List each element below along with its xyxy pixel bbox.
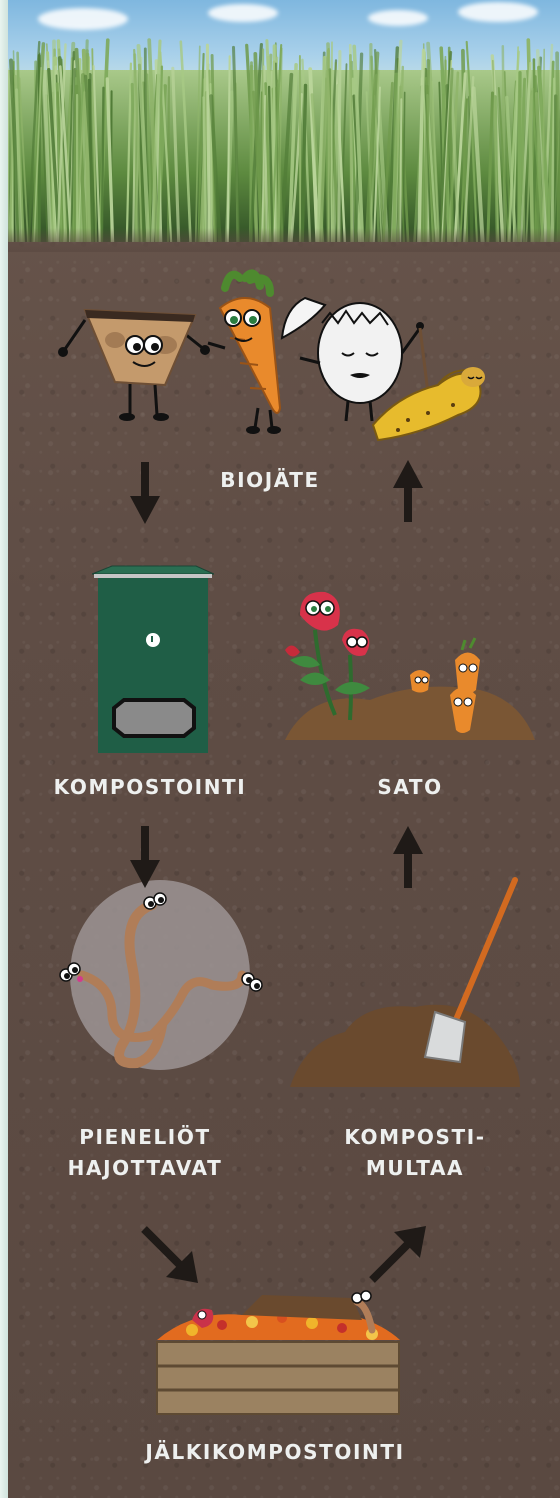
- coffee-filter-character-icon: [55, 290, 210, 430]
- compost-bin-icon: [92, 560, 214, 755]
- compost-crate-icon: [152, 1290, 404, 1415]
- label-sato: SATO: [350, 772, 470, 803]
- label-pienelio-line1: PIENELIÖT: [40, 1122, 250, 1153]
- soil-pile-with-spade-icon: [285, 872, 525, 1092]
- label-pienelio-line2: HAJOTTAVAT: [40, 1153, 250, 1184]
- cloud: [368, 10, 428, 26]
- label-jalkikompostointi: JÄLKIKOMPOSTOINTI: [100, 1437, 450, 1468]
- label-kompostointi: KOMPOSTOINTI: [40, 772, 260, 803]
- soil-edge: [8, 228, 560, 252]
- worms-character-icon: [52, 875, 267, 1075]
- cloud: [458, 2, 538, 22]
- label-kompostimultaa-line2: MULTAA: [310, 1153, 520, 1184]
- label-biojate: BIOJÄTE: [200, 465, 340, 496]
- arrow-up-icon: [393, 460, 423, 522]
- label-kompostimultaa-line1: KOMPOSTI-: [310, 1122, 520, 1153]
- arrow-up-icon: [393, 826, 423, 888]
- banana-peel-character-icon: [368, 355, 498, 445]
- cloud: [38, 8, 128, 30]
- grass-illustration: [8, 30, 560, 242]
- arrow-down-right-icon: [140, 1225, 202, 1287]
- cloud: [208, 4, 278, 22]
- arrow-up-right-icon: [368, 1222, 430, 1284]
- left-border-strip: [0, 0, 8, 1498]
- arrow-down-icon: [130, 826, 160, 888]
- strawberry-and-carrot-plants-icon: [280, 580, 540, 745]
- arrow-down-icon: [130, 462, 160, 524]
